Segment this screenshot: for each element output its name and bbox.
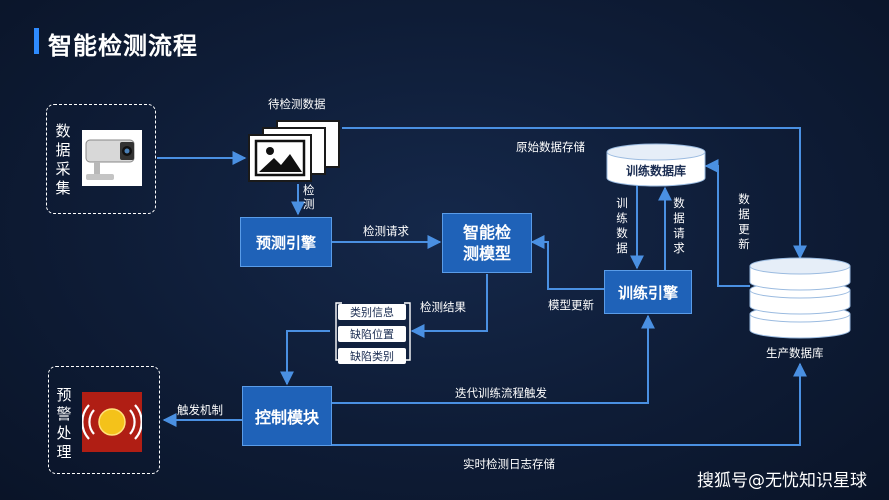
edge-raw-storage bbox=[342, 127, 807, 260]
watermark-text: 搜狐号@无忧知识星球 bbox=[697, 471, 867, 491]
training-engine-box: 训练引擎 bbox=[604, 270, 692, 314]
iteration-trigger-label: 迭代训练流程触发 bbox=[455, 386, 547, 400]
image-card-front bbox=[248, 134, 312, 182]
model-update-label: 模型更新 bbox=[548, 298, 594, 312]
alarm-handling-group bbox=[48, 366, 160, 474]
edge-detect-result bbox=[410, 274, 488, 338]
data-collection-label: 数据采集 bbox=[55, 122, 71, 197]
detect-request-label: 检测请求 bbox=[363, 224, 409, 238]
image-icon bbox=[254, 139, 306, 177]
edge-realtime-log bbox=[332, 362, 807, 446]
detect-edge-label: 检测 bbox=[303, 183, 315, 211]
training-data-label: 训练数据 bbox=[616, 196, 628, 255]
edge-iteration-trigger bbox=[332, 314, 655, 404]
prediction-engine-box: 预测引擎 bbox=[240, 217, 332, 267]
data-update-label: 数据更新 bbox=[738, 192, 750, 251]
detection-model-box: 智能检测模型 bbox=[442, 213, 532, 273]
edge-model-update bbox=[530, 235, 604, 290]
result-tag-defect-type: 缺陷类别 bbox=[338, 348, 406, 364]
alarm-handling-label: 预警处理 bbox=[56, 386, 72, 461]
page-title: 智能检测流程 bbox=[48, 32, 198, 60]
training-db-label: 训练数据库 bbox=[625, 164, 686, 178]
control-module-box: 控制模块 bbox=[242, 386, 332, 446]
result-tag-defect-location: 缺陷位置 bbox=[338, 326, 406, 342]
title-accent-bar bbox=[34, 28, 39, 54]
edge-data-update bbox=[704, 159, 750, 287]
realtime-log-label: 实时检测日志存储 bbox=[463, 457, 555, 471]
data-collection-group bbox=[46, 104, 156, 214]
training-db-cylinder bbox=[606, 143, 706, 187]
detect-result-label: 检测结果 bbox=[420, 300, 466, 314]
pending-data-label: 待检测数据 bbox=[268, 97, 326, 111]
edge-results-to-control bbox=[280, 330, 330, 386]
production-db-label: 生产数据库 bbox=[766, 346, 824, 360]
camera-icon bbox=[82, 130, 142, 186]
raw-storage-label: 原始数据存储 bbox=[516, 140, 585, 154]
production-db-stack bbox=[749, 257, 851, 339]
trigger-mechanism-label: 触发机制 bbox=[177, 403, 223, 417]
result-tag-category-info: 类别信息 bbox=[338, 304, 406, 320]
alarm-icon bbox=[81, 392, 143, 452]
data-request-label: 数据请求 bbox=[673, 196, 685, 255]
